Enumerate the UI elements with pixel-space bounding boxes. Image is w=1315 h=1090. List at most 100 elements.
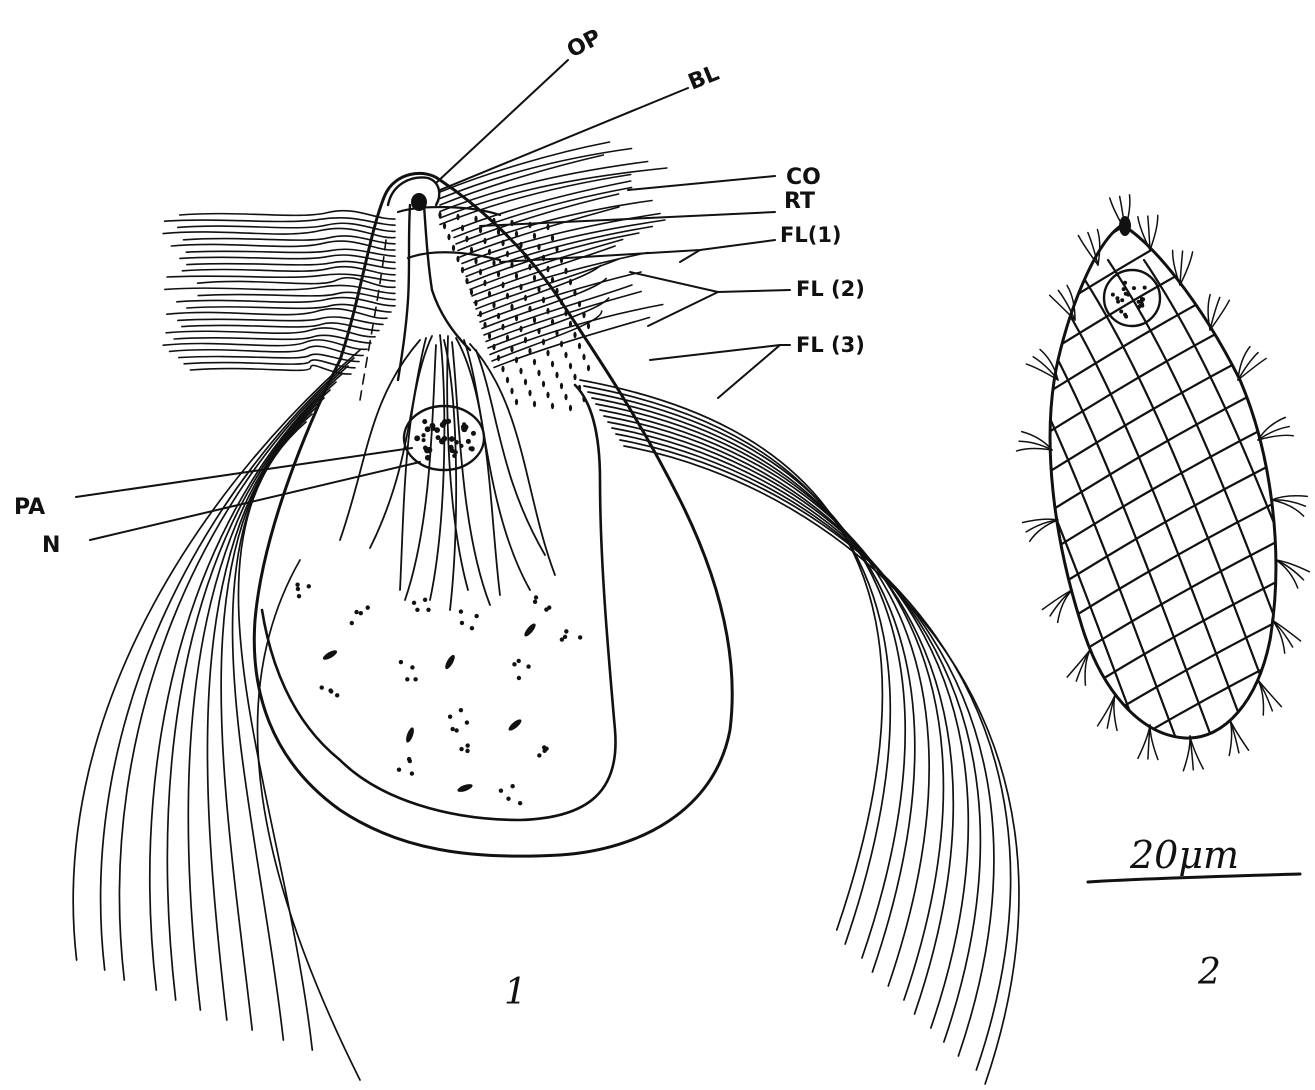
kinety-dot bbox=[501, 366, 504, 372]
kinety-dot bbox=[519, 326, 522, 332]
cilium-fig2 bbox=[1183, 736, 1190, 771]
chromatin-dot bbox=[1140, 304, 1144, 308]
kinety-dot bbox=[501, 324, 504, 330]
leader-fl3-branch bbox=[718, 345, 780, 398]
kinety-dot bbox=[506, 335, 509, 341]
kinety-dot bbox=[555, 330, 558, 336]
label-co: CO bbox=[786, 165, 821, 190]
kinety-dot bbox=[492, 218, 495, 224]
kinety-dot bbox=[474, 258, 477, 264]
kinety-dot bbox=[578, 301, 581, 307]
kinety-line-b bbox=[1020, 330, 1300, 490]
label-op: OP bbox=[563, 25, 605, 63]
leader-fl2 bbox=[630, 272, 790, 292]
root-fibre bbox=[405, 345, 436, 600]
kinety-dot bbox=[564, 310, 567, 316]
inclusion-dot bbox=[474, 614, 478, 618]
inclusion-dot bbox=[499, 789, 503, 793]
kinety-dot bbox=[528, 306, 531, 312]
kinety-dot bbox=[542, 381, 545, 387]
kinety-dot bbox=[501, 240, 504, 246]
kinety-dot bbox=[483, 280, 486, 286]
root-fibre bbox=[452, 342, 490, 605]
kinety-dot bbox=[524, 295, 527, 301]
inclusion-dot bbox=[465, 720, 469, 724]
kinety-dot bbox=[582, 396, 585, 402]
kinety-dot bbox=[519, 242, 522, 248]
cilium-fig2 bbox=[1017, 448, 1052, 450]
inclusion-dot bbox=[405, 677, 409, 681]
flagellum-right bbox=[616, 434, 994, 1056]
inclusion-dot bbox=[506, 797, 510, 801]
inclusion-dot bbox=[517, 676, 521, 680]
kinety-dot bbox=[551, 319, 554, 325]
kinety-dot bbox=[587, 365, 590, 371]
kinety-dot bbox=[551, 361, 554, 367]
inclusion-dot bbox=[350, 621, 354, 625]
kinety-dot bbox=[555, 246, 558, 252]
chromatin-dot bbox=[453, 450, 458, 455]
kinety-line-a bbox=[928, 260, 1148, 760]
chromatin-dot bbox=[1123, 313, 1127, 317]
chromatin-dot bbox=[1122, 287, 1126, 291]
label-pa: PA bbox=[14, 495, 45, 520]
chromatin-dot bbox=[1119, 309, 1123, 313]
flagellum-right bbox=[596, 404, 929, 986]
chromatin-dot bbox=[1116, 300, 1120, 304]
chromatin-dot bbox=[461, 425, 465, 429]
kinety-dot bbox=[569, 321, 572, 327]
kinety-dot bbox=[470, 247, 473, 253]
kinety-dot bbox=[506, 251, 509, 257]
cilium-left bbox=[186, 249, 395, 256]
inclusion-dot bbox=[423, 598, 427, 602]
inclusion-dot bbox=[426, 608, 430, 612]
chromatin-dot bbox=[1123, 281, 1127, 285]
cilium-fig2 bbox=[1210, 297, 1220, 330]
kinety-dot bbox=[510, 346, 513, 352]
scale-bar-label: 20μm bbox=[1129, 833, 1239, 877]
cilium-left bbox=[180, 211, 395, 219]
chromatin-dot bbox=[1124, 292, 1128, 296]
kinety-dot bbox=[537, 370, 540, 376]
kinety-dot bbox=[497, 355, 500, 361]
kinety-dot bbox=[582, 354, 585, 360]
chromatin-dot bbox=[425, 426, 431, 432]
inclusion-dot bbox=[560, 637, 564, 641]
kinety-dot bbox=[542, 297, 545, 303]
kinety-dot bbox=[582, 312, 585, 318]
kinety-line-b bbox=[1020, 250, 1300, 410]
inclusion-dash bbox=[507, 718, 523, 733]
cytoplasmic-inclusions bbox=[295, 583, 582, 806]
kinety-dot bbox=[474, 300, 477, 306]
chromatin-dot bbox=[422, 438, 426, 442]
kinety-dot bbox=[573, 332, 576, 338]
chromatin-dot bbox=[1120, 298, 1124, 302]
kinety-dot bbox=[515, 231, 518, 237]
chromatin-dot bbox=[446, 419, 451, 424]
inclusion-dot bbox=[465, 743, 469, 747]
kinety-dot bbox=[492, 344, 495, 350]
chromatin-dot bbox=[1111, 293, 1115, 297]
kinety-line-a bbox=[1180, 260, 1315, 760]
chromatin-dot bbox=[471, 431, 476, 436]
kinety-dot bbox=[560, 299, 563, 305]
cilium-left bbox=[179, 354, 359, 361]
inclusion-dot bbox=[534, 595, 538, 599]
kinety-dot bbox=[488, 249, 491, 255]
kinety-line-a bbox=[1144, 260, 1315, 760]
cilium-fig2 bbox=[1150, 215, 1158, 250]
label-rt: RT bbox=[784, 189, 815, 214]
cilium-left bbox=[177, 298, 395, 306]
kinety-dot bbox=[488, 291, 491, 297]
inclusion-dot bbox=[460, 621, 464, 625]
inclusion-dot bbox=[544, 747, 548, 751]
cilium-left bbox=[187, 304, 391, 312]
kinety-line-b bbox=[1020, 490, 1300, 650]
leader-fl2-branch bbox=[648, 292, 718, 326]
kinety-line-b bbox=[1020, 610, 1300, 770]
inclusion-dot bbox=[328, 688, 332, 692]
kinety-dot bbox=[470, 289, 473, 295]
kinety-dot bbox=[524, 253, 527, 259]
chromatin-dot bbox=[423, 445, 428, 450]
